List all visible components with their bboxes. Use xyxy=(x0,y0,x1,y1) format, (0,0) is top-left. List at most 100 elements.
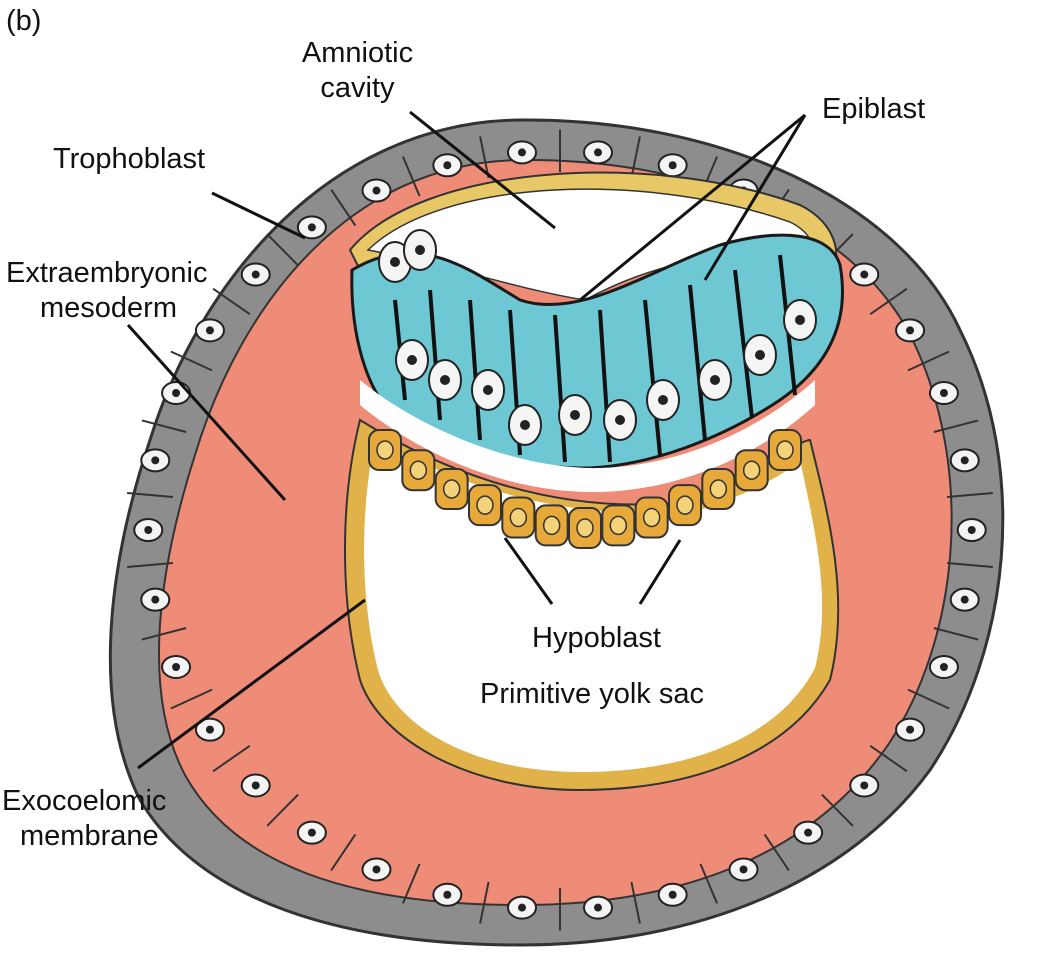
epiblast-label: Epiblast xyxy=(822,93,926,125)
nucleolus xyxy=(151,595,160,604)
hypoblast-label: Hypoblast xyxy=(532,622,661,654)
trophoblast-leader xyxy=(211,191,306,240)
nucleolus xyxy=(151,456,160,465)
trophoblast-cell-wall xyxy=(907,350,950,372)
nucleolus xyxy=(443,890,452,899)
exocoelomic-membrane-label: Exocoelomic membrane xyxy=(2,784,166,854)
nucleolus xyxy=(440,375,450,385)
nucleolus xyxy=(307,223,316,232)
epiblast-leader-1 xyxy=(579,113,806,302)
amniotic-cavity-leader xyxy=(409,110,556,230)
nucleolus xyxy=(172,389,181,398)
hypoblast-nucleus xyxy=(742,460,761,480)
hypoblast-nucleus xyxy=(776,440,794,460)
trophoblast-cell-wall xyxy=(869,744,908,773)
epiblast-cell-wall xyxy=(598,309,612,463)
nucleolus xyxy=(172,662,181,671)
trophoblast-cell-wall xyxy=(946,492,993,498)
panel-letter: (b) xyxy=(6,5,42,37)
trophoblast-cell-wall xyxy=(630,136,641,179)
bilaminar-gap xyxy=(360,380,815,493)
nucleolus xyxy=(415,245,425,255)
primitive-yolk-sac-label: Primitive yolk sac xyxy=(480,678,704,710)
epiblast-cell-wall xyxy=(553,314,567,463)
nucleolus xyxy=(144,526,153,534)
trophoblast-cell-wall xyxy=(402,156,421,197)
nucleolus xyxy=(251,781,260,790)
nucleolus xyxy=(804,828,813,837)
amniotic-cavity-label-line1: Amniotic xyxy=(301,37,414,69)
nucleolus xyxy=(307,828,316,837)
trophoblast-cell-wall xyxy=(266,233,299,267)
nucleolus xyxy=(906,725,915,734)
nucleolus xyxy=(906,326,915,335)
epiblast-cell-wall xyxy=(733,269,754,419)
nucleolus xyxy=(372,186,381,195)
trophoblast-cell-wall xyxy=(907,688,950,710)
amniotic-cavity-label: Amniotic cavity xyxy=(290,36,425,106)
nucleolus xyxy=(960,456,969,465)
nucleolus xyxy=(518,903,527,912)
extraembryonic-mesoderm-label-line2: mesoderm xyxy=(40,292,177,324)
trophoblast-cell-wall xyxy=(821,793,854,827)
exocoelomic-leader xyxy=(137,598,366,770)
nucleolus xyxy=(205,725,214,734)
trophoblast-cell-wall xyxy=(170,688,213,710)
mesoderm-leader xyxy=(126,323,287,502)
trophoblast-cell-wall xyxy=(699,863,718,904)
trophoblast-cell-wall xyxy=(402,863,421,904)
trophoblast-cell-wall xyxy=(170,350,213,372)
nucleolus xyxy=(390,257,400,267)
nucleolus xyxy=(205,326,214,335)
trophoblast-cell-wall xyxy=(869,287,908,316)
trophoblast-cell-wall xyxy=(266,793,299,827)
nucleolus xyxy=(939,389,948,398)
nucleolus xyxy=(593,148,602,157)
hypoblast-nucleus xyxy=(709,479,728,499)
amniotic-cavity-label-line2: cavity xyxy=(320,72,395,104)
exocoelomic-membrane-label-line2: membrane xyxy=(20,820,159,852)
nucleolus xyxy=(755,350,765,360)
hypoblast-nucleus xyxy=(542,515,561,536)
trophoblast-cell-wall xyxy=(141,419,187,433)
nucleolus xyxy=(960,595,969,604)
trophoblast-cells xyxy=(127,129,993,931)
exocoelomic-membrane-label-line1: Exocoelomic xyxy=(2,785,167,817)
epiblast-cells xyxy=(378,229,817,463)
trophoblast-cell-wall xyxy=(946,562,993,568)
hypoblast-cells xyxy=(368,429,802,549)
nucleolus xyxy=(483,385,493,395)
trophoblast-cell-wall xyxy=(127,492,174,498)
epiblast-cell-wall xyxy=(688,284,707,441)
nucleolus xyxy=(658,395,668,405)
leader-lines xyxy=(126,110,807,770)
extraembryonic-mesoderm-label-line1: Extraembryonic xyxy=(6,257,208,289)
trophoblast-cell-wall xyxy=(212,744,251,773)
hypoblast-nucleus xyxy=(642,507,661,528)
trophoblast-cell-wall xyxy=(479,881,490,924)
hypoblast-nucleus xyxy=(676,495,694,515)
epiblast-cell-wall xyxy=(468,299,482,441)
nucleolus xyxy=(593,903,602,912)
hypoblast-nucleus xyxy=(376,440,394,460)
trophoblast-cell-wall xyxy=(479,136,490,179)
hypoblast-nucleus xyxy=(442,479,461,499)
trophoblast-cell-wall xyxy=(630,881,641,924)
nucleolus xyxy=(615,415,625,425)
nucleolus xyxy=(795,315,805,325)
nucleolus xyxy=(520,420,530,430)
nucleolus xyxy=(739,865,748,874)
hypoblast-leader-1 xyxy=(503,537,554,605)
trophoblast-cell-wall xyxy=(763,833,790,871)
nucleolus xyxy=(939,662,948,671)
trophoblast-cell-wall xyxy=(212,287,251,316)
trophoblast-cell-wall xyxy=(330,833,357,871)
nucleolus xyxy=(668,161,677,170)
hypoblast-nucleus xyxy=(609,515,628,536)
nucleolus xyxy=(407,355,417,365)
nucleolus xyxy=(570,410,580,420)
nucleolus xyxy=(860,270,869,279)
trophoblast-cell-wall xyxy=(933,419,979,433)
